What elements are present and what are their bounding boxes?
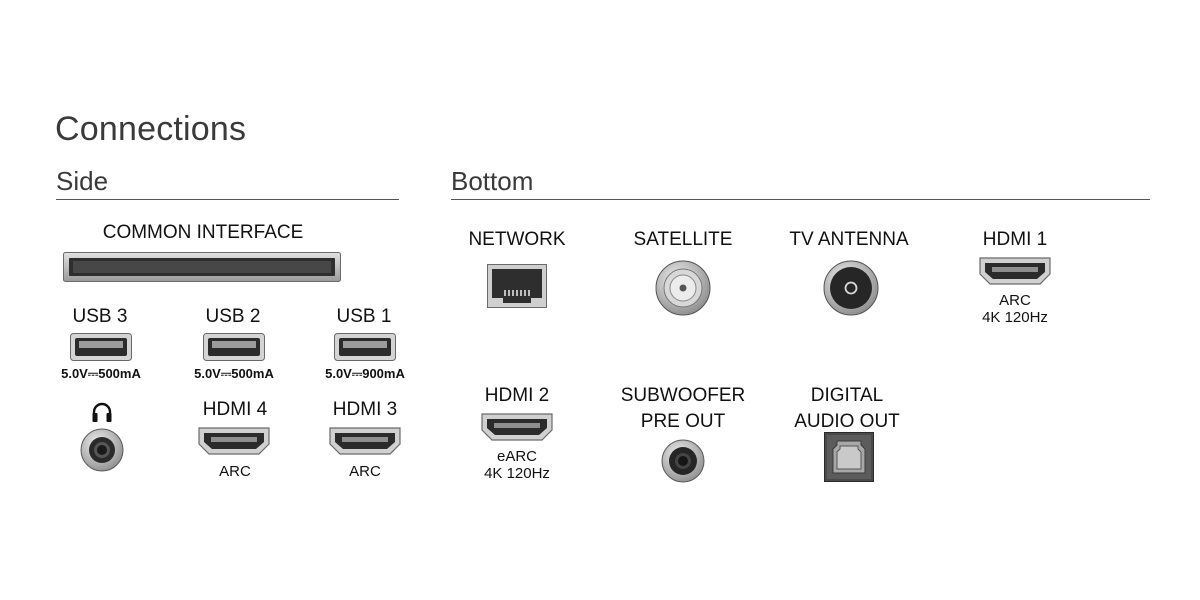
ethernet-port-icon xyxy=(487,264,547,308)
usb1-spec: 5.0V⎓900mA xyxy=(325,366,405,381)
hdmi2-label: HDMI 2 xyxy=(484,385,550,406)
subwoofer-jack-icon xyxy=(661,439,705,483)
usb3-port-icon xyxy=(70,333,132,361)
usb2-label: USB 2 xyxy=(205,306,261,327)
satellite-connector-icon xyxy=(655,260,711,316)
usb2-spec: 5.0V⎓500mA xyxy=(194,366,274,381)
network-label: NETWORK xyxy=(468,229,566,250)
hdmi2-port-icon xyxy=(480,412,554,442)
subwoofer-label: SUBWOOFER PRE OUT xyxy=(608,383,758,435)
headphone-icon xyxy=(90,400,114,424)
satellite-label: SATELLITE xyxy=(633,229,733,250)
common-interface-slot-icon xyxy=(63,252,341,282)
bottom-heading: Bottom xyxy=(451,166,534,196)
side-divider xyxy=(56,199,399,200)
usb3-label: USB 3 xyxy=(72,306,128,327)
hdmi4-label: HDMI 4 xyxy=(202,399,268,420)
hdmi3-port-icon xyxy=(328,426,402,456)
subwoofer-label-line2: PRE OUT xyxy=(640,411,726,432)
digital-audio-label-line1: DIGITAL xyxy=(810,385,884,406)
usb2-port-icon xyxy=(203,333,265,361)
usb3-spec: 5.0V⎓500mA xyxy=(61,366,141,381)
side-heading: Side xyxy=(56,166,109,196)
hdmi3-arc-label: ARC xyxy=(349,463,381,480)
digital-audio-label: DIGITAL AUDIO OUT xyxy=(772,383,922,435)
digital-audio-label-line2: AUDIO OUT xyxy=(794,411,900,432)
hdmi1-4k-label: 4K 120Hz xyxy=(982,309,1048,326)
hdmi1-arc-label: ARC xyxy=(999,292,1031,309)
hdmi1-port-icon xyxy=(978,256,1052,286)
optical-port-icon xyxy=(824,432,874,482)
usb1-label: USB 1 xyxy=(336,306,392,327)
hdmi4-port-icon xyxy=(197,426,271,456)
tv-antenna-connector-icon xyxy=(823,260,879,316)
usb1-port-icon xyxy=(334,333,396,361)
tv-antenna-label: TV ANTENNA xyxy=(789,229,909,250)
headphone-jack-icon xyxy=(80,428,124,472)
hdmi2-earc-label: eARC xyxy=(496,448,537,465)
page-title: Connections xyxy=(55,110,247,148)
hdmi1-label: HDMI 1 xyxy=(982,229,1048,250)
hdmi3-label: HDMI 3 xyxy=(332,399,398,420)
hdmi4-arc-label: ARC xyxy=(219,463,251,480)
bottom-divider xyxy=(451,199,1150,200)
hdmi2-4k-label: 4K 120Hz xyxy=(484,465,550,482)
common-interface-label: COMMON INTERFACE xyxy=(102,222,304,243)
subwoofer-label-line1: SUBWOOFER xyxy=(620,385,746,406)
